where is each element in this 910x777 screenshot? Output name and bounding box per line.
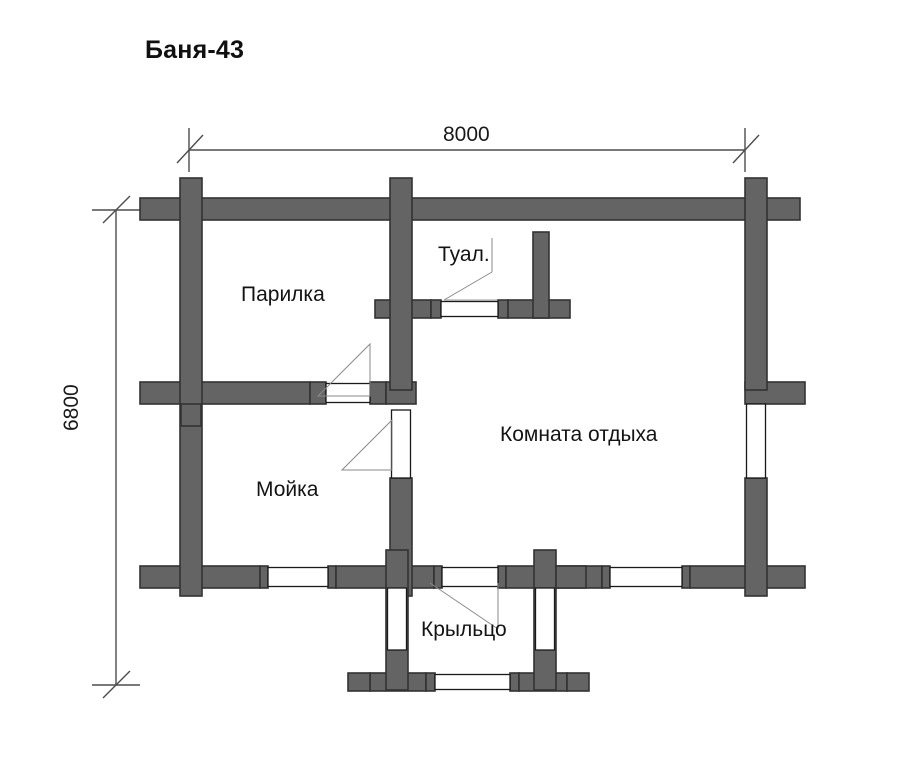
room-label-krylco: Крыльцо	[421, 618, 507, 641]
opening-porch-left	[386, 587, 408, 651]
wall-exterior-right-lower	[744, 477, 768, 597]
wall-toilet-jamb-b	[497, 299, 509, 319]
post-left-middle-stub	[180, 403, 202, 427]
leader-krylco-a	[429, 582, 499, 630]
openings	[267, 300, 683, 691]
porch-tiebeams	[347, 565, 590, 692]
wall-bottom-jamb-f	[681, 565, 691, 589]
wall-exterior-top	[139, 197, 801, 221]
window-bottom-2	[609, 566, 683, 588]
door-toilet	[440, 300, 499, 318]
dimension-label-height: 6800	[60, 384, 83, 431]
wall-interior-center-upper	[389, 177, 413, 391]
wall-exterior-bottom-s2	[335, 565, 435, 589]
openings-vertical	[386, 403, 767, 651]
door-entry-porch	[441, 566, 499, 588]
post-toilet-right	[532, 231, 550, 319]
window-bottom-1	[267, 566, 329, 588]
wall-exterior-right-upper	[744, 177, 768, 391]
dim-top-tick-right	[732, 134, 760, 164]
wall-porch-bottom-jamb-a	[425, 672, 436, 692]
door-moyka-vertical	[390, 409, 412, 479]
page-title: Баня-43	[145, 36, 245, 64]
leader-moyka-lower	[340, 418, 393, 471]
dimension-top	[176, 128, 760, 172]
wall-exterior-left	[179, 177, 203, 597]
dim-left-tick-bottom	[102, 670, 131, 699]
opening-porch-bottom	[434, 673, 511, 691]
wall-bottom-jamb-a	[259, 565, 269, 589]
wall-porch-bottom-jamb-b	[509, 672, 520, 692]
room-label-moyka: Мойка	[256, 478, 319, 501]
dimension-left	[92, 195, 140, 699]
leader-tual	[443, 238, 493, 301]
wall-toilet-jamb-a	[430, 299, 442, 319]
wall-bottom-jamb-c	[433, 565, 443, 589]
wall-mid-jamb-b	[369, 381, 387, 405]
wall-mid-jamb-a	[309, 381, 327, 405]
leader-moyka-upper	[316, 342, 371, 397]
wall-bottom-jamb-e	[601, 565, 611, 589]
porch-beam-upper-right	[555, 565, 587, 589]
room-label-tualet: Туал.	[438, 243, 490, 266]
dim-top-tick-left	[176, 134, 204, 164]
wall-bottom-jamb-b	[327, 565, 337, 589]
leader-lines	[316, 238, 499, 630]
window-right-exterior	[745, 403, 767, 479]
opening-porch-right	[534, 587, 556, 651]
wall-bottom-jamb-d	[497, 565, 507, 589]
wall-interior-middle-left	[139, 381, 311, 405]
room-label-parilka: Парилка	[241, 283, 325, 306]
room-label-komnata-otdyha: Комната отдыха	[500, 423, 658, 446]
walls-horizontal	[139, 197, 806, 692]
porch-beam-right-out	[566, 672, 590, 692]
door-moyka-horizontal	[325, 382, 371, 404]
dim-left-tick-top	[102, 195, 131, 224]
porch-beam-left-out	[347, 672, 371, 692]
dimension-label-width: 8000	[443, 123, 490, 146]
